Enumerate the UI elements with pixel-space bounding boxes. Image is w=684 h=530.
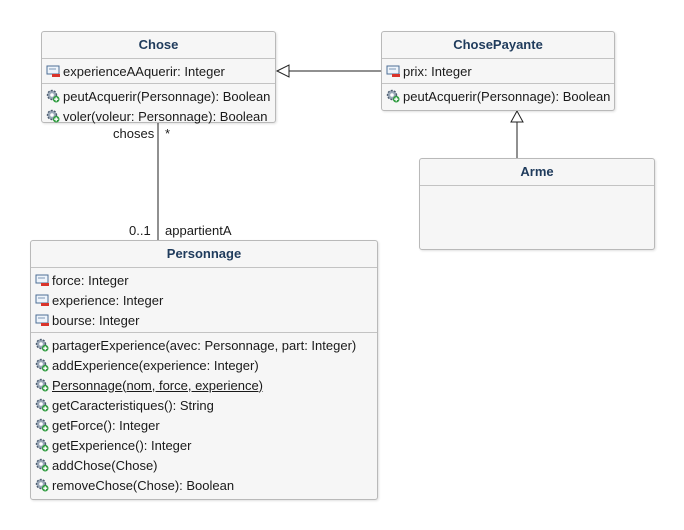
class-operation[interactable]: addChose(Chose) — [31, 455, 377, 475]
class-attribute[interactable]: prix: Integer — [382, 61, 614, 81]
class-chose[interactable]: Chose experienceAAquerir: Integer peutAc… — [41, 31, 276, 124]
class-arme-title: Arme — [420, 159, 654, 186]
class-arme[interactable]: Arme — [419, 158, 655, 250]
class-personnage-attributes: force: Integer experience: Integer bourse:… — [31, 268, 377, 333]
class-attribute[interactable]: force: Integer — [31, 270, 377, 290]
gear-icon — [35, 478, 49, 492]
operation-text: getForce(): Integer — [52, 417, 160, 433]
class-operation[interactable]: getCaracteristiques(): String — [31, 395, 377, 415]
operation-text: partagerExperience(avec: Personnage, par… — [52, 337, 357, 353]
class-attribute[interactable]: experience: Integer — [31, 290, 377, 310]
operation-text: removeChose(Chose): Boolean — [52, 477, 235, 493]
multiplicity-label-personnage-end: 0..1 — [129, 223, 151, 238]
operation-text: Personnage(nom, force, experience) — [52, 377, 264, 393]
class-operation[interactable]: getExperience(): Integer — [31, 435, 377, 455]
field-icon — [386, 65, 400, 77]
gear-icon — [35, 358, 49, 372]
gear-icon — [35, 458, 49, 472]
class-chosepayante[interactable]: ChosePayante prix: Integer peutAcquerir(… — [381, 31, 615, 111]
class-chose-operations: peutAcquerir(Personnage): Boolean voler(v… — [42, 84, 275, 128]
attribute-text: experienceAAquerir: Integer — [63, 63, 225, 79]
class-personnage-operations: partagerExperience(avec: Personnage, par… — [31, 333, 377, 497]
class-operation[interactable]: getForce(): Integer — [31, 415, 377, 435]
class-chosepayante-title: ChosePayante — [382, 32, 614, 59]
class-personnage[interactable]: Personnage force: Integer experience: Int… — [30, 240, 378, 500]
operation-text: peutAcquerir(Personnage): Boolean — [63, 88, 271, 104]
attribute-text: experience: Integer — [52, 292, 164, 308]
class-operation[interactable]: peutAcquerir(Personnage): Boolean — [42, 86, 275, 106]
class-operation[interactable]: addExperience(experience: Integer) — [31, 355, 377, 375]
class-attribute[interactable]: experienceAAquerir: Integer — [42, 61, 275, 81]
gear-icon — [35, 338, 49, 352]
class-chosepayante-operations: peutAcquerir(Personnage): Boolean — [382, 84, 614, 108]
operation-text: addExperience(experience: Integer) — [52, 357, 259, 373]
class-operation[interactable]: partagerExperience(avec: Personnage, par… — [31, 335, 377, 355]
gear-icon — [46, 109, 60, 123]
class-chose-title: Chose — [42, 32, 275, 59]
attribute-text: force: Integer — [52, 272, 129, 288]
class-operation[interactable]: voler(voleur: Personnage): Boolean — [42, 106, 275, 126]
attribute-text: bourse: Integer — [52, 312, 140, 328]
gear-icon — [386, 89, 400, 103]
gear-icon — [35, 378, 49, 392]
gear-icon — [46, 89, 60, 103]
field-icon — [35, 314, 49, 326]
class-personnage-title: Personnage — [31, 241, 377, 268]
generalization-arrowhead-chosepayante — [510, 109, 524, 123]
generalization-arrowhead-chose — [275, 64, 290, 78]
operation-text: getCaracteristiques(): String — [52, 397, 214, 413]
role-label-appartienta: appartientA — [165, 223, 232, 238]
attribute-text: prix: Integer — [403, 63, 472, 79]
class-chosepayante-attributes: prix: Integer — [382, 59, 614, 84]
multiplicity-label-chose-end: * — [165, 126, 171, 141]
gear-icon — [35, 398, 49, 412]
field-icon — [35, 274, 49, 286]
class-operation[interactable]: removeChose(Chose): Boolean — [31, 475, 377, 495]
operation-text: addChose(Chose) — [52, 457, 158, 473]
operation-text: peutAcquerir(Personnage): Boolean — [403, 88, 611, 104]
class-attribute[interactable]: bourse: Integer — [31, 310, 377, 330]
class-chose-attributes: experienceAAquerir: Integer — [42, 59, 275, 84]
gear-icon — [35, 438, 49, 452]
class-operation[interactable]: peutAcquerir(Personnage): Boolean — [382, 86, 614, 106]
gear-icon — [35, 418, 49, 432]
operation-text: voler(voleur: Personnage): Boolean — [63, 108, 268, 124]
field-icon — [35, 294, 49, 306]
operation-text: getExperience(): Integer — [52, 437, 192, 453]
class-constructor[interactable]: Personnage(nom, force, experience) — [31, 375, 377, 395]
role-label-choses: choses — [113, 126, 155, 141]
field-icon — [46, 65, 60, 77]
